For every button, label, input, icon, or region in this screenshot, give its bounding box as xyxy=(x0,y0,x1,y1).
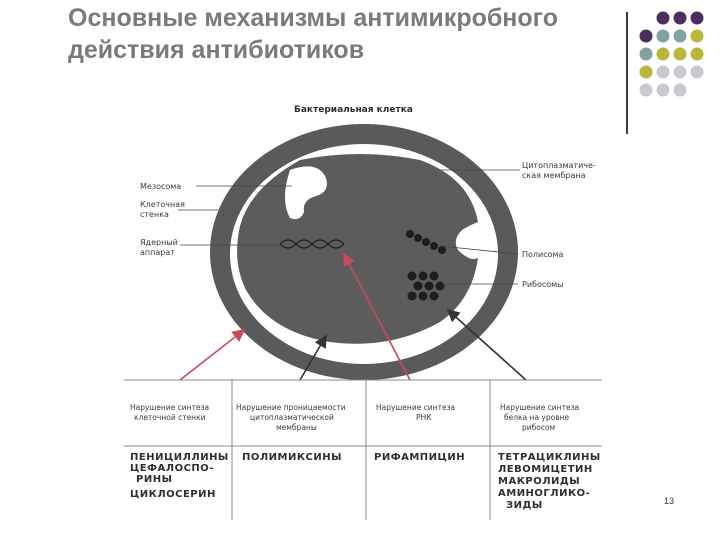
header-1-line-2: клеточной стенки xyxy=(134,413,206,422)
header-4-line-1: Нарушение синтеза xyxy=(500,403,579,412)
decorative-dot xyxy=(690,29,704,43)
arrow-membrane xyxy=(299,334,327,381)
header-2-line-1: Нарушение проницаемости xyxy=(236,403,346,412)
drug-list-protein: ТЕТРАЦИКЛИНЫ ЛЕВОМИЦЕТИН МАКРОЛИДЫ АМИНО… xyxy=(498,452,601,512)
header-1-line-1: Нарушение синтеза xyxy=(130,403,209,412)
polysome xyxy=(406,230,446,254)
decorative-dot-grid xyxy=(639,11,704,97)
decorative-dot xyxy=(673,83,687,97)
title-divider xyxy=(626,12,628,134)
page-number: 13 xyxy=(664,496,675,506)
label-membrane-1: Цитоплазматиче- xyxy=(522,161,596,170)
label-mesosome: Мезосома xyxy=(140,182,181,191)
slide-title: Основные механизмы антимикробного действ… xyxy=(68,2,628,66)
drug-cephalosporins-1: ЦЕФАЛОСПО- xyxy=(130,463,214,474)
decorative-dot xyxy=(673,29,687,43)
label-polysome: Полисома xyxy=(522,250,564,259)
decorative-dot xyxy=(673,47,687,61)
drug-rifampicin: РИФАМПИЦИН xyxy=(374,452,466,463)
decorative-dot xyxy=(639,47,653,61)
drug-list-cell-wall: ПЕНИЦИЛЛИНЫ ЦЕФАЛОСПО- РИНЫ ЦИКЛОСЕРИН xyxy=(130,452,229,500)
decorative-dot xyxy=(639,83,653,97)
mesosome xyxy=(285,166,327,220)
label-membrane-2: ская мембрана xyxy=(522,171,586,180)
arrow-ribosomes xyxy=(446,308,527,381)
header-3-line-1: Нарушение синтеза xyxy=(376,403,455,412)
drug-chloramphenicol: ЛЕВОМИЦЕТИН xyxy=(498,464,593,475)
decorative-dot xyxy=(690,11,704,25)
drug-list-membrane: ПОЛИМИКСИНЫ xyxy=(242,452,342,463)
decorative-dot xyxy=(639,65,653,79)
label-nucleus-1: Ядерный xyxy=(140,238,178,247)
drug-penicillins: ПЕНИЦИЛЛИНЫ xyxy=(130,452,229,463)
decorative-dot xyxy=(639,29,653,43)
arrow-cell-wall xyxy=(179,329,246,381)
arrow-rna xyxy=(343,252,411,381)
leader-lines xyxy=(178,169,520,285)
header-4-line-3: рибосом xyxy=(522,423,555,432)
header-2-line-3: мембраны xyxy=(276,423,317,432)
decorative-dot xyxy=(673,11,687,25)
decorative-dot xyxy=(656,29,670,43)
nuclear-dna xyxy=(279,239,345,249)
header-2-line-2: цитоплазматической xyxy=(250,413,334,422)
decorative-dot xyxy=(656,83,670,97)
cell-title: Бактериальная клетка xyxy=(294,105,413,115)
decorative-dot xyxy=(690,65,704,79)
decorative-dot xyxy=(656,65,670,79)
label-cell-wall-1: Клеточная xyxy=(140,200,185,209)
drug-polymyxins: ПОЛИМИКСИНЫ xyxy=(242,452,342,463)
drug-macrolides: МАКРОЛИДЫ xyxy=(498,476,581,487)
slide-title-line-1: Основные механизмы антимикробного xyxy=(68,4,559,32)
header-4-line-2: белка на уровне xyxy=(504,413,570,422)
ribosomes xyxy=(407,271,445,301)
decorative-dot xyxy=(656,47,670,61)
drug-list-rna: РИФАМПИЦИН xyxy=(374,452,465,463)
label-nucleus-2: аппарат xyxy=(140,248,175,257)
label-cell-wall-2: стенка xyxy=(140,210,169,219)
header-3-line-2: РНК xyxy=(416,413,432,422)
drug-aminoglycosides-1: АМИНОГЛИКО- xyxy=(498,488,591,499)
mechanism-table xyxy=(124,379,602,520)
decorative-dot xyxy=(673,65,687,79)
drug-aminoglycosides-2: ЗИДЫ xyxy=(506,500,543,511)
label-ribosomes: Рибосомы xyxy=(522,280,564,289)
decorative-dot xyxy=(690,47,704,61)
decorative-dot xyxy=(656,11,670,25)
drug-tetracyclines: ТЕТРАЦИКЛИНЫ xyxy=(498,452,601,463)
drug-cycloserine: ЦИКЛОСЕРИН xyxy=(130,489,216,500)
drug-cephalosporins-2: РИНЫ xyxy=(136,474,173,485)
slide-title-line-2: действия антибиотиков xyxy=(68,36,365,64)
